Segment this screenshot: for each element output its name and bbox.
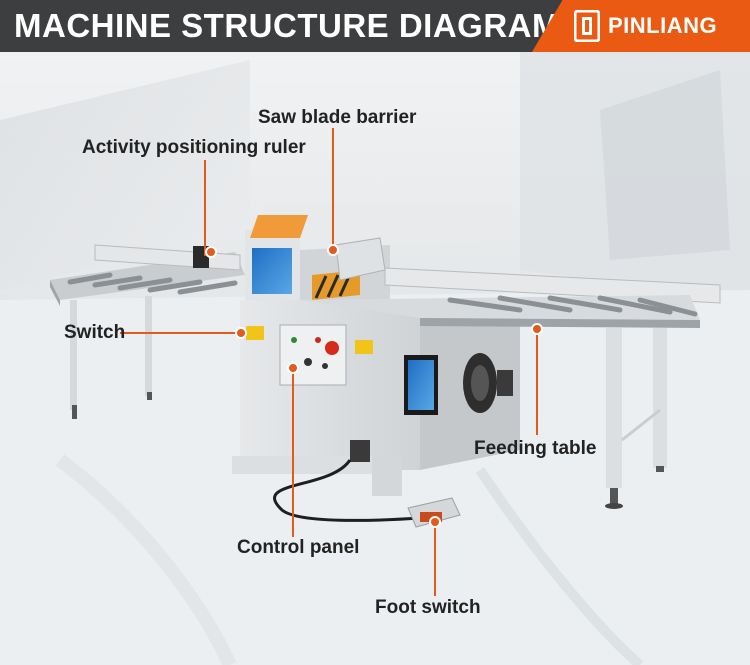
machine-illustration (0, 52, 750, 665)
dot-saw-blade-barrier (327, 244, 339, 256)
dot-positioning-ruler (205, 246, 217, 258)
callout-dots (205, 244, 543, 528)
wall-panel-left (0, 60, 250, 290)
header-bar: MACHINE STRUCTURE DIAGRAM PINLIANG (0, 0, 750, 52)
brand-logo-icon (574, 10, 600, 42)
floor-track-1 (475, 467, 644, 665)
machine-body (232, 300, 520, 496)
label-feeding-table: Feeding table (474, 438, 597, 459)
label-switch: Switch (64, 322, 126, 343)
saw-housing (245, 205, 510, 300)
floor-track-2 (55, 454, 237, 665)
page-title: MACHINE STRUCTURE DIAGRAM (14, 7, 560, 44)
wall-panel-far (600, 70, 730, 260)
dot-switch (235, 327, 247, 339)
dot-control-panel (287, 362, 299, 374)
right-feeding-table (300, 267, 721, 509)
dot-foot-switch (429, 516, 441, 528)
brand-block: PINLIANG (532, 0, 750, 52)
brand-name: PINLIANG (608, 13, 718, 38)
label-saw-blade-barrier: Saw blade barrier (258, 107, 417, 128)
foot-pedal-assembly (273, 459, 461, 528)
label-activity-positioning-ruler: Activity positioning ruler (82, 137, 306, 158)
left-roller-table (50, 244, 245, 419)
leader-lines (120, 128, 538, 596)
label-foot-switch: Foot switch (375, 597, 481, 618)
dot-feeding-table (531, 323, 543, 335)
label-control-panel: Control panel (237, 537, 360, 558)
